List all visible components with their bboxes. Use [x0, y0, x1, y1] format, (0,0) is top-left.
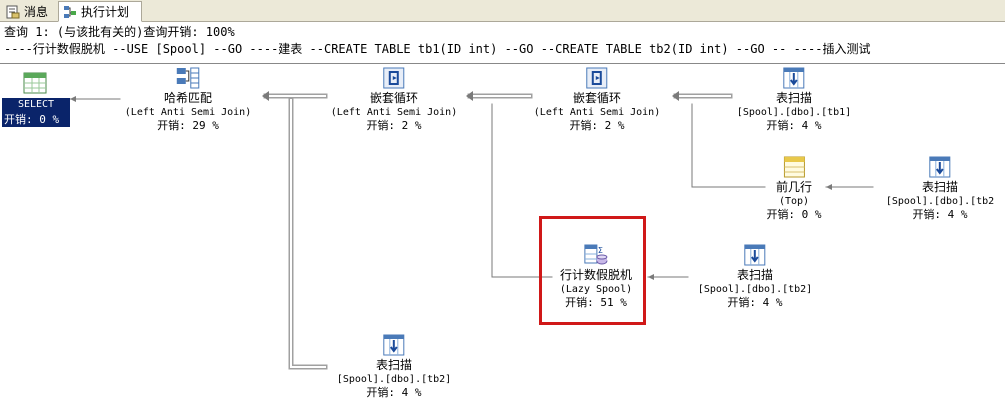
select-node-label: SELECT	[2, 98, 70, 111]
tab-messages-label: 消息	[24, 5, 49, 19]
select-icon	[23, 72, 47, 94]
table-scan-tb2-node-bottom[interactable]: 表扫描 [Spool].[dbo].[tb2] 开销: 4 %	[337, 333, 451, 399]
table-scan-icon	[783, 67, 805, 89]
query-text-line: ----行计数假脱机 --USE [Spool] --GO ----建表 --C…	[4, 42, 871, 56]
select-node-icon-wrap[interactable]	[22, 70, 48, 96]
table-scan-tb2-node-mid[interactable]: 表扫描 [Spool].[dbo].[tb2] 开销: 4 %	[698, 243, 812, 309]
top-node[interactable]: 前几行 (Top) 开销: 0 %	[766, 155, 822, 221]
top-sub: (Top)	[778, 196, 810, 207]
top-cost: 开销: 0 %	[766, 208, 822, 221]
result-tab-bar: 消息 执行计划	[0, 0, 1005, 22]
table-scan-tb2-mid-name: 表扫描	[736, 268, 774, 282]
table-scan-tb2-top-sub: [Spool].[dbo].[tb2	[885, 196, 995, 207]
table-scan-tb1-node[interactable]: 表扫描 [Spool].[dbo].[tb1] 开销: 4 %	[737, 66, 851, 132]
table-scan-tb2-bottom-cost: 开销: 4 %	[366, 386, 422, 399]
table-scan-tb2-bottom-sub: [Spool].[dbo].[tb2]	[336, 374, 452, 385]
top-icon	[783, 156, 805, 178]
table-scan-icon	[929, 156, 951, 178]
row-count-spool-cost: 开销: 51 %	[565, 296, 627, 309]
table-scan-tb1-name: 表扫描	[775, 91, 813, 105]
nested-loops-icon	[586, 67, 608, 89]
top-name: 前几行	[775, 180, 812, 194]
nested-loops-1-cost: 开销: 2 %	[366, 119, 422, 132]
execution-plan-icon	[64, 5, 76, 18]
nested-loops-1-sub: (Left Anti Semi Join)	[330, 107, 458, 118]
table-scan-tb1-cost: 开销: 4 %	[766, 119, 822, 132]
table-scan-icon	[744, 244, 766, 266]
divider	[0, 63, 1005, 64]
select-node[interactable]: SELECT 开销: 0 %	[2, 97, 70, 129]
hash-match-node[interactable]: 哈希匹配 (Left Anti Semi Join) 开销: 29 %	[125, 66, 251, 132]
table-scan-tb2-top-cost: 开销: 4 %	[912, 208, 968, 221]
nested-loops-icon	[383, 67, 405, 89]
nested-loops-2-name: 嵌套循环	[572, 91, 621, 105]
messages-icon	[6, 5, 20, 19]
svg-text:Σ: Σ	[598, 246, 603, 255]
nested-loops-2-sub: (Left Anti Semi Join)	[533, 107, 661, 118]
hash-match-name: 哈希匹配	[163, 91, 212, 105]
table-scan-tb2-mid-cost: 开销: 4 %	[727, 296, 783, 309]
hash-match-icon	[177, 67, 200, 89]
nested-loops-node-2[interactable]: 嵌套循环 (Left Anti Semi Join) 开销: 2 %	[534, 66, 660, 132]
hash-match-sub: (Left Anti Semi Join)	[124, 107, 252, 118]
tab-execution-plan[interactable]: 执行计划	[58, 1, 142, 22]
nested-loops-node-1[interactable]: 嵌套循环 (Left Anti Semi Join) 开销: 2 %	[331, 66, 457, 132]
table-scan-icon	[383, 334, 405, 356]
select-node-cost: 开销: 0 %	[2, 111, 70, 127]
tab-messages[interactable]: 消息	[2, 2, 56, 22]
connector-arrow	[263, 93, 733, 370]
table-scan-tb2-mid-sub: [Spool].[dbo].[tb2]	[697, 284, 813, 295]
table-scan-tb2-node-top[interactable]: 表扫描 [Spool].[dbo].[tb2 开销: 4 %	[886, 155, 994, 221]
row-count-spool-name: 行计数假脱机	[559, 268, 632, 282]
table-scan-tb2-top-name: 表扫描	[921, 180, 958, 194]
nested-loops-2-cost: 开销: 2 %	[569, 119, 625, 132]
tab-execution-plan-label: 执行计划	[81, 4, 130, 19]
query-cost-line: 查询 1: (与该批有关的)查询开销: 100%	[4, 25, 235, 39]
row-count-spool-node[interactable]: Σ 行计数假脱机 (Lazy Spool) 开销: 51 %	[560, 243, 632, 309]
hash-match-cost: 开销: 29 %	[157, 119, 219, 132]
table-scan-tb2-bottom-name: 表扫描	[375, 358, 413, 372]
row-count-spool-icon: Σ	[584, 244, 608, 265]
nested-loops-1-name: 嵌套循环	[369, 91, 418, 105]
table-scan-tb1-sub: [Spool].[dbo].[tb1]	[736, 107, 852, 118]
row-count-spool-sub: (Lazy Spool)	[559, 284, 633, 295]
